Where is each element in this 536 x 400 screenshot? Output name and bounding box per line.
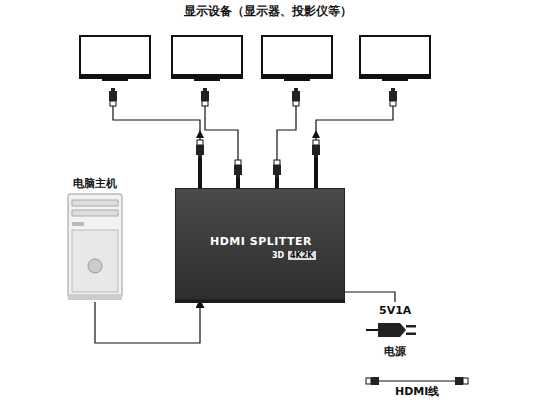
hdmi-cable-icon (366, 377, 468, 385)
hdmi-plug (109, 88, 397, 188)
3d-mark: 3D (272, 251, 284, 260)
resolution-badge: 4K2K (288, 251, 316, 260)
node-text: HDMI SPLITTER (210, 235, 312, 248)
node-text: 电源 (384, 344, 406, 359)
hdmi-splitter: HDMI SPLITTER 3D 4K2K (175, 188, 345, 300)
monitor (172, 36, 242, 81)
power-adapter-icon (366, 319, 424, 341)
monitor (262, 36, 332, 81)
diagram-title: 显示设备（显示器、投影仪等） (184, 3, 352, 20)
computer-host: 电脑主机 (62, 176, 128, 302)
pc-tower (62, 192, 128, 302)
node-text: 电脑主机 (73, 176, 117, 191)
hdmi-cable (277, 106, 296, 160)
monitor (80, 36, 150, 81)
hdmi-cable (113, 106, 200, 140)
monitor (360, 36, 430, 81)
node-text: 5V1A (379, 304, 411, 317)
power-adapter: 5V1A 电源 (366, 302, 424, 360)
legend-text: HDMI线 (395, 384, 439, 399)
hdmi-cable (316, 106, 393, 140)
hdmi-cable (205, 106, 238, 160)
cable-arrow (196, 130, 320, 138)
hdmi-connector (95, 300, 200, 343)
